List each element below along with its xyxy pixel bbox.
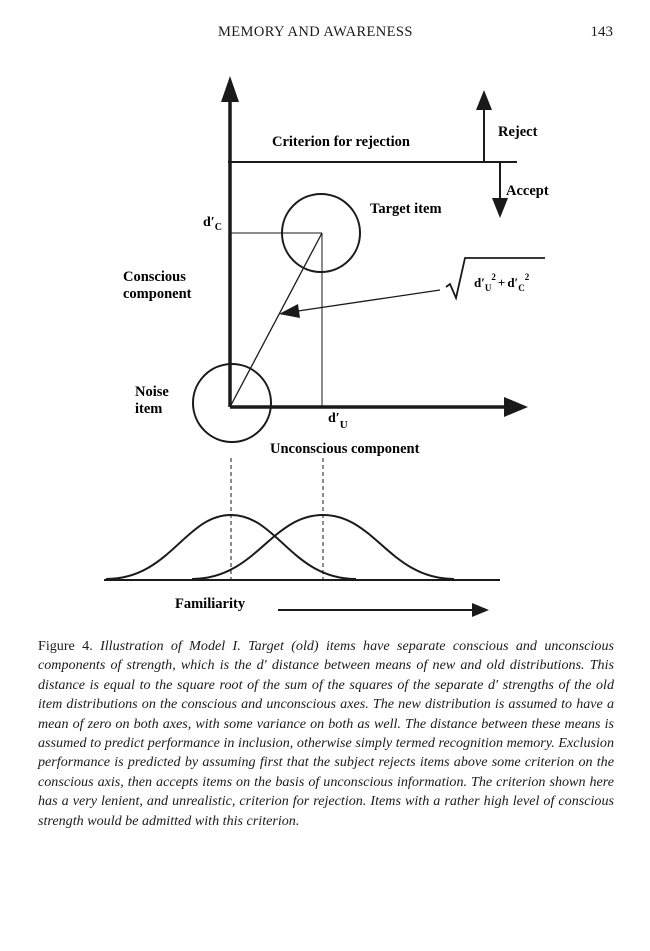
familiarity-arrowhead	[472, 603, 489, 617]
noise-item-circle	[192, 363, 272, 443]
du-label: d′U	[328, 411, 348, 431]
radical-sign	[445, 257, 545, 301]
accept-arrowhead	[492, 198, 508, 218]
unconscious-axis-arrowhead	[504, 397, 528, 417]
running-head: MEMORY AND AWARENESS 143	[0, 24, 650, 44]
page-number: 143	[590, 24, 614, 40]
conscious-axis-arrowhead	[221, 76, 239, 102]
formula-pointer-arrowhead	[279, 304, 300, 318]
noise-distribution-curve	[105, 513, 357, 580]
reject-label: Reject	[498, 124, 538, 140]
distance-formula: d′U2+d′C2	[445, 257, 545, 301]
formula-text: d′U2+d′C2	[474, 272, 530, 293]
unconscious-component-label: Unconscious component	[270, 441, 420, 457]
conscious-component-label: Conscious component	[123, 269, 192, 302]
model-diagram: Criterion for rejection Reject Accept d′…	[104, 76, 549, 617]
distance-diagonal-line	[229, 232, 323, 408]
familiarity-label: Familiarity	[175, 596, 246, 612]
figure-caption: Figure 4. Illustration of Model I. Targe…	[38, 637, 614, 831]
criterion-label: Criterion for rejection	[272, 134, 410, 150]
formula-pointer-shaft	[297, 289, 441, 312]
dc-label: d′C	[203, 215, 222, 233]
target-item-label: Target item	[370, 201, 442, 217]
running-title: MEMORY AND AWARENESS	[218, 24, 413, 40]
noise-item-label: Noise item	[135, 384, 172, 417]
reject-arrowhead	[476, 90, 492, 110]
target-distribution-curve	[191, 513, 455, 580]
figure-caption-text: Illustration of Model I. Target (old) it…	[38, 638, 614, 829]
figure-caption-label: Figure 4.	[38, 638, 93, 654]
accept-label: Accept	[506, 183, 549, 199]
